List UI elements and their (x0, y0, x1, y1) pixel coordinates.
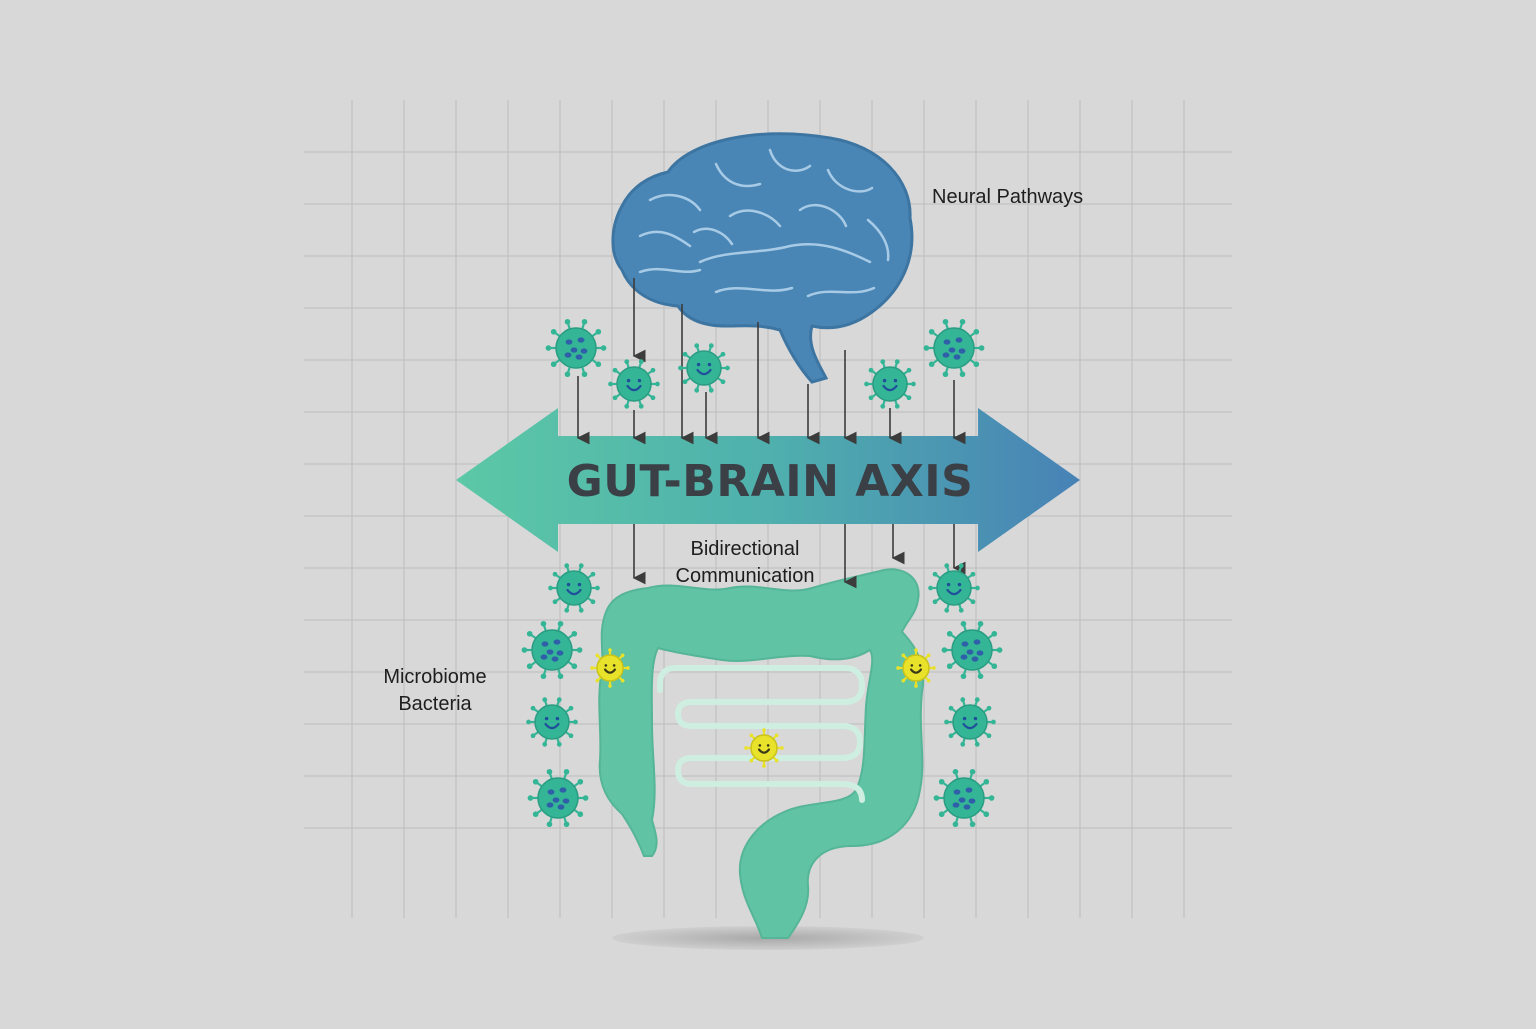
bacteria-icon (928, 563, 980, 613)
bacteria-icon (608, 359, 660, 409)
bacteria-icon (527, 768, 589, 828)
bacteria-icon (521, 620, 583, 680)
bacteria-icon (944, 697, 996, 747)
bacteria-icon (548, 563, 600, 613)
bacteria-icon (933, 768, 995, 828)
intestine-icon (598, 568, 925, 939)
neural-pathways-label: Neural Pathways (932, 186, 1084, 208)
happy-microbe-icon (896, 648, 936, 688)
bacteria-group (521, 318, 1003, 828)
bacteria-icon (545, 318, 607, 378)
brain-icon (611, 132, 914, 384)
bidirectional-label-line-2: Communication (675, 565, 815, 587)
signal-lines (576, 278, 966, 589)
bidirectional-communication-label: Bidirectional Communication (645, 536, 845, 590)
diagram-title: GUT-BRAIN AXIS (566, 456, 974, 507)
happy-microbe-icon (590, 648, 630, 688)
bacteria-icon (678, 343, 730, 393)
happy-microbe-icon (744, 728, 784, 768)
bidirectional-label-line-1: Bidirectional (690, 538, 800, 560)
bacteria-icon (864, 359, 916, 409)
microbiome-label-line-2: Bacteria (398, 693, 472, 715)
microbiome-bacteria-label: Microbiome Bacteria (360, 664, 510, 718)
bacteria-icon (923, 318, 985, 378)
bacteria-icon (526, 697, 578, 747)
microbiome-label-line-1: Microbiome (383, 666, 487, 688)
double-arrow-icon (456, 408, 1080, 552)
bacteria-icon (941, 620, 1003, 680)
